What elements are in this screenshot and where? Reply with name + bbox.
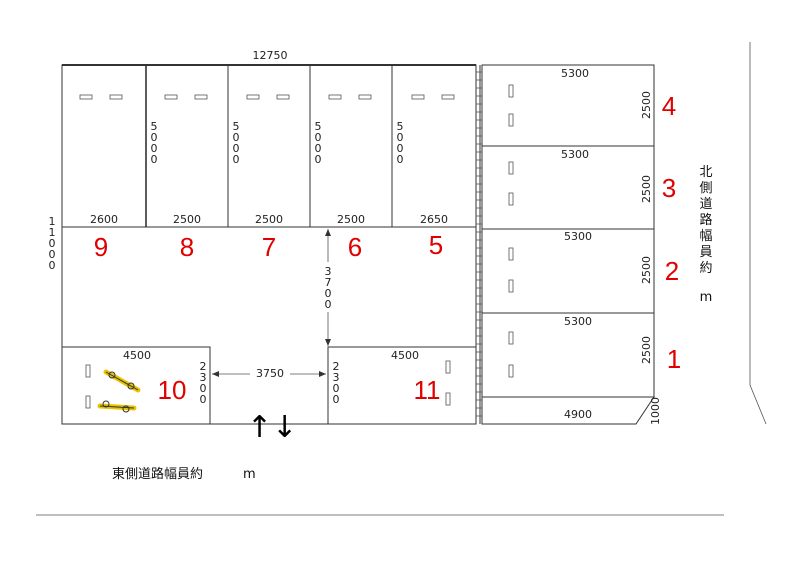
lower-left-bay xyxy=(61,346,211,425)
svg-text:幅: 幅 xyxy=(699,229,712,244)
svg-text:約: 約 xyxy=(699,261,712,276)
svg-text:0: 0 xyxy=(49,248,56,261)
space-label-2: 2 xyxy=(665,256,679,286)
space-label-8: 8 xyxy=(180,232,194,262)
svg-text:5: 5 xyxy=(315,120,322,133)
left-depth-dimension: 1 1 0 0 0 xyxy=(49,215,56,272)
svg-text:員: 員 xyxy=(699,245,712,260)
svg-text:0: 0 xyxy=(233,131,240,144)
north-road-edge xyxy=(749,42,767,425)
svg-text:5: 5 xyxy=(233,120,240,133)
lower-right-bay xyxy=(327,346,477,425)
svg-text:2: 2 xyxy=(200,360,207,373)
space-label-10: 10 xyxy=(158,375,187,405)
svg-text:0: 0 xyxy=(397,142,404,155)
north-road-unit: m xyxy=(700,290,713,305)
svg-text:5: 5 xyxy=(397,120,404,133)
bay-width-dimension: 2650 xyxy=(420,213,448,226)
svg-text:2: 2 xyxy=(333,360,340,373)
bottom-right-width-dimension: 4900 xyxy=(564,408,592,421)
bay-width-dimension: 2500 xyxy=(173,213,201,226)
bottom-right-depth-dimension: 1000 xyxy=(649,397,662,425)
svg-text:0: 0 xyxy=(200,382,207,395)
svg-text:0: 0 xyxy=(325,287,332,300)
svg-text:0: 0 xyxy=(49,237,56,250)
space-label-9: 9 xyxy=(94,232,108,262)
svg-text:0: 0 xyxy=(397,131,404,144)
right-bay-width-dimension: 5300 xyxy=(564,315,592,328)
wheel-stops-top xyxy=(79,94,455,100)
north-road-label: 北 側 道 路 幅 員 約 xyxy=(699,165,712,276)
right-bay-width-dimension: 5300 xyxy=(564,230,592,243)
svg-text:1: 1 xyxy=(49,226,56,239)
right-bay-width-dimension: 5300 xyxy=(561,67,589,80)
svg-text:3: 3 xyxy=(325,265,332,278)
bay-depth-dimension: 5 0 0 0 xyxy=(397,120,404,166)
space-label-11: 11 xyxy=(414,375,441,405)
bay-depth-dimension: 5 0 0 0 xyxy=(151,120,158,166)
svg-text:0: 0 xyxy=(151,153,158,166)
space-label-6: 6 xyxy=(348,232,362,262)
svg-text:0: 0 xyxy=(233,142,240,155)
entrance-arrow-icon: ↑↓ xyxy=(247,410,297,445)
svg-text:0: 0 xyxy=(49,259,56,272)
lower-bay-depth-dimension: 2 3 0 0 xyxy=(333,360,340,406)
svg-text:北: 北 xyxy=(699,165,712,180)
svg-text:道: 道 xyxy=(699,197,712,212)
svg-text:1: 1 xyxy=(49,215,56,228)
wheel-stops-lower xyxy=(85,360,451,409)
bicycle-icon xyxy=(103,369,141,393)
space-label-3: 3 xyxy=(662,173,676,203)
east-road-label: 東側道路幅員約 xyxy=(112,466,203,482)
right-bay-depth-dimension: 2500 xyxy=(640,256,653,284)
svg-text:0: 0 xyxy=(315,153,322,166)
fence-ticks xyxy=(476,71,482,417)
svg-text:0: 0 xyxy=(333,393,340,406)
bicycle-icon xyxy=(97,400,137,413)
space-label-1: 1 xyxy=(667,344,681,374)
svg-text:3: 3 xyxy=(200,371,207,384)
bay-width-dimension: 2600 xyxy=(90,213,118,226)
bottom-right-area xyxy=(481,396,655,425)
svg-text:0: 0 xyxy=(333,382,340,395)
lower-bay-width-dimension: 4500 xyxy=(123,349,151,362)
lower-bay-depth-dimension: 2 3 0 0 xyxy=(200,360,207,406)
svg-text:7: 7 xyxy=(325,276,332,289)
space-label-5: 5 xyxy=(429,230,443,260)
right-bay-depth-dimension: 2500 xyxy=(640,336,653,364)
space-label-4: 4 xyxy=(662,91,676,121)
svg-text:0: 0 xyxy=(151,142,158,155)
right-bay-depth-dimension: 2500 xyxy=(640,91,653,119)
svg-text:路: 路 xyxy=(699,212,712,228)
svg-text:0: 0 xyxy=(315,142,322,155)
space-label-7: 7 xyxy=(262,232,276,262)
svg-text:5: 5 xyxy=(151,120,158,133)
svg-text:3: 3 xyxy=(333,371,340,384)
gap-dimension: 3750 xyxy=(256,367,284,380)
svg-text:0: 0 xyxy=(200,393,207,406)
svg-text:側: 側 xyxy=(699,181,712,196)
svg-text:0: 0 xyxy=(151,131,158,144)
east-road-unit: m xyxy=(243,467,256,482)
right-bay-width-dimension: 5300 xyxy=(561,148,589,161)
svg-text:0: 0 xyxy=(315,131,322,144)
bay-width-dimension: 2500 xyxy=(337,213,365,226)
right-bay-depth-dimension: 2500 xyxy=(640,175,653,203)
wheel-stops-right xyxy=(508,84,514,378)
svg-text:0: 0 xyxy=(325,298,332,311)
lower-bay-width-dimension: 4500 xyxy=(391,349,419,362)
top-width-dimension: 12750 xyxy=(253,49,288,62)
bay-depth-dimension: 5 0 0 0 xyxy=(315,120,322,166)
svg-text:0: 0 xyxy=(397,153,404,166)
bay-depth-dimension: 5 0 0 0 xyxy=(233,120,240,166)
bay-width-dimension: 2500 xyxy=(255,213,283,226)
aisle-dimension: 3 7 0 0 xyxy=(325,265,332,311)
svg-text:0: 0 xyxy=(233,153,240,166)
